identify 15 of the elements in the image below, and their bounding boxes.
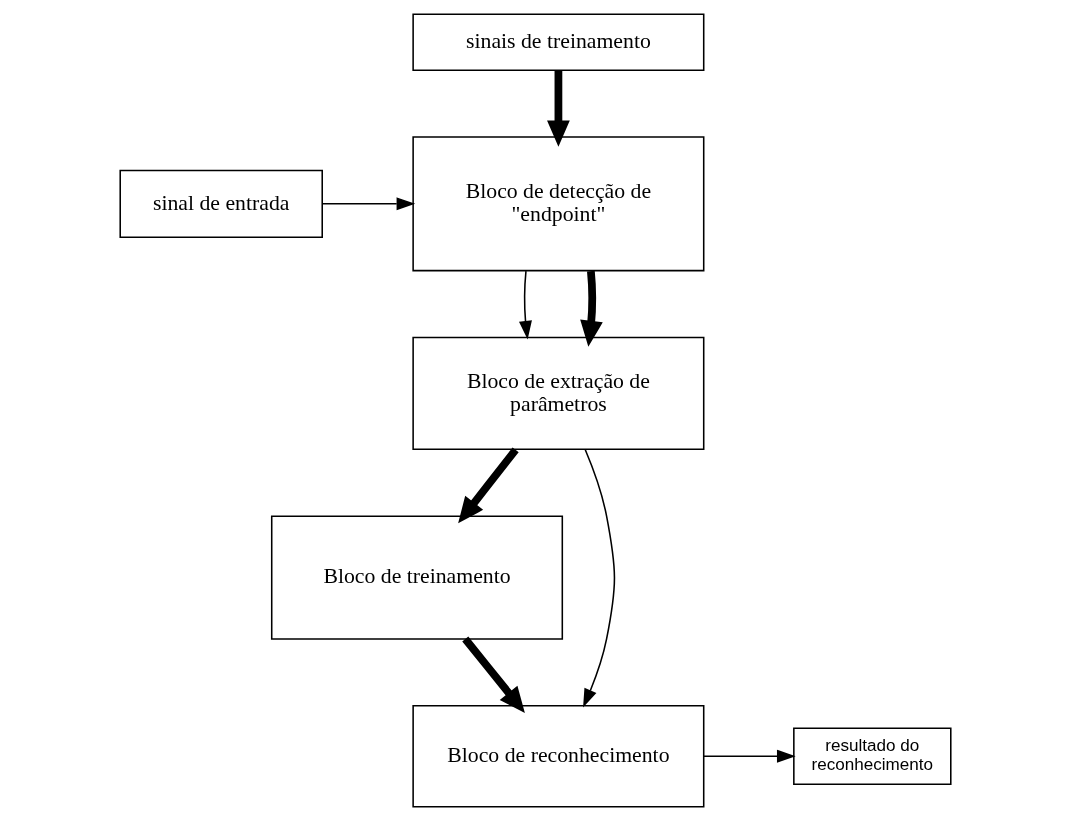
node-box: resultado do reconhecimento xyxy=(793,727,952,785)
arrow xyxy=(458,447,519,524)
node-box: Bloco de detecção de "endpoint" xyxy=(412,136,705,272)
node-box: sinal de entrada xyxy=(119,169,323,238)
arrow xyxy=(321,197,416,211)
arrow xyxy=(580,270,603,347)
node-box: Bloco de reconhecimento xyxy=(412,704,705,808)
arrow xyxy=(702,749,796,763)
node-box: sinais de treinamento xyxy=(412,13,705,71)
node-box: Bloco de extração de parâmetros xyxy=(412,336,705,451)
arrow xyxy=(547,70,570,147)
arrow xyxy=(519,270,532,340)
arrow xyxy=(583,448,616,708)
arrow xyxy=(462,636,525,714)
node-box: Bloco de treinamento xyxy=(270,515,564,640)
